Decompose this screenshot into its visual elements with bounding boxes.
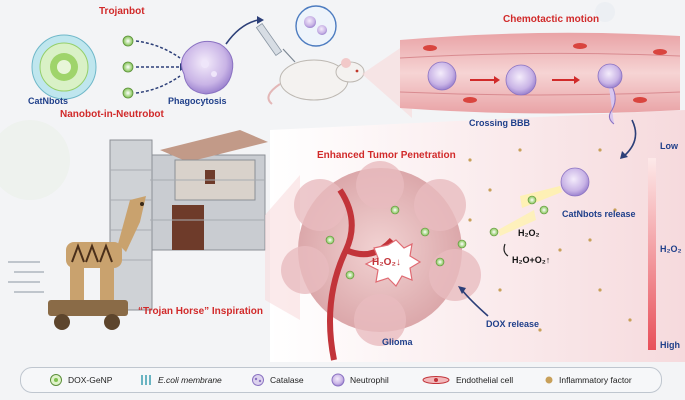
crossing-bbb-label: Crossing BBB (469, 118, 531, 128)
scale-low-label: Low (660, 141, 678, 151)
legend-item-inflammatory-factor: Inflammatory factor (544, 372, 632, 388)
inflammatory-factor-icon (545, 376, 553, 384)
trojan-horse-inspiration-title: “Trojan Horse” Inspiration (138, 306, 264, 317)
inflammatory-factor-dots (468, 148, 632, 332)
legend: DOX-GeNP E.coli membrane Catalase Neutro… (20, 367, 662, 393)
h2o2-gradient-scale (648, 158, 656, 350)
arrow-to-syringe (225, 19, 259, 45)
nanobot-in-neutrobot-title: Nanobot-in-Neutrobot (60, 109, 164, 120)
catnbot-particle (31, 34, 97, 100)
legend-item-neutrophil: Neutrophil (331, 372, 389, 388)
ecoli-membrane-icon (141, 375, 151, 385)
trojan-horse (48, 196, 146, 330)
legend-label-endothelial-cell: Endothelial cell (456, 375, 514, 385)
neutrophil-cell (180, 40, 234, 95)
tumor-vessel (327, 188, 395, 361)
dox-genp-icon (50, 374, 62, 386)
faded-particle (0, 120, 70, 200)
endothelial-cell-icon (422, 376, 450, 384)
h2o2-side-label: H₂O₂ (518, 228, 540, 238)
enhanced-tumor-penetration-title: Enhanced Tumor Penetration (317, 150, 456, 161)
legend-item-catalase: Catalase (251, 372, 304, 388)
dox-genp-particles (325, 205, 467, 280)
scale-mid-label: H₂O₂ (660, 244, 682, 254)
scale-high-label: High (660, 340, 680, 350)
legend-label-dox-genp: DOX-GeNP (68, 375, 113, 385)
injection-bubble (295, 5, 337, 47)
glioma-label: Glioma (382, 337, 413, 347)
h2o2-center-label: H₂O₂↓ (372, 257, 401, 268)
legend-label-ecoli-membrane: E.coli membrane (158, 375, 222, 385)
catnbots-release-label: CatNbots release (562, 209, 636, 219)
trojanbot-title: Trojanbot (99, 6, 145, 17)
blood-vessel-band (399, 32, 681, 125)
motion-lines (8, 261, 44, 293)
reaction-arrow (503, 243, 509, 257)
syringe (255, 22, 296, 63)
catnbots-release-area (489, 167, 590, 237)
legend-item-dox-genp: DOX-GeNP (49, 372, 112, 388)
legend-label-catalase: Catalase (270, 375, 304, 385)
legend-label-neutrophil: Neutrophil (350, 375, 389, 385)
reaction-products-label: H₂O+O₂↑ (512, 255, 551, 265)
mouse (267, 58, 365, 105)
catnbots-label: CatNbots (28, 96, 68, 106)
neutrophil-icon (331, 373, 345, 387)
catalase-icon (252, 374, 264, 386)
chemotactic-motion-title: Chemotactic motion (503, 14, 600, 25)
legend-item-ecoli-membrane: E.coli membrane (139, 372, 222, 388)
legend-label-inflammatory-factor: Inflammatory factor (559, 375, 632, 385)
h2o2-burst (364, 239, 422, 287)
dox-release-label: DOX release (486, 319, 540, 329)
legend-item-endothelial-cell: Endothelial cell (421, 372, 513, 388)
phagocytosis-label: Phagocytosis (168, 96, 227, 106)
